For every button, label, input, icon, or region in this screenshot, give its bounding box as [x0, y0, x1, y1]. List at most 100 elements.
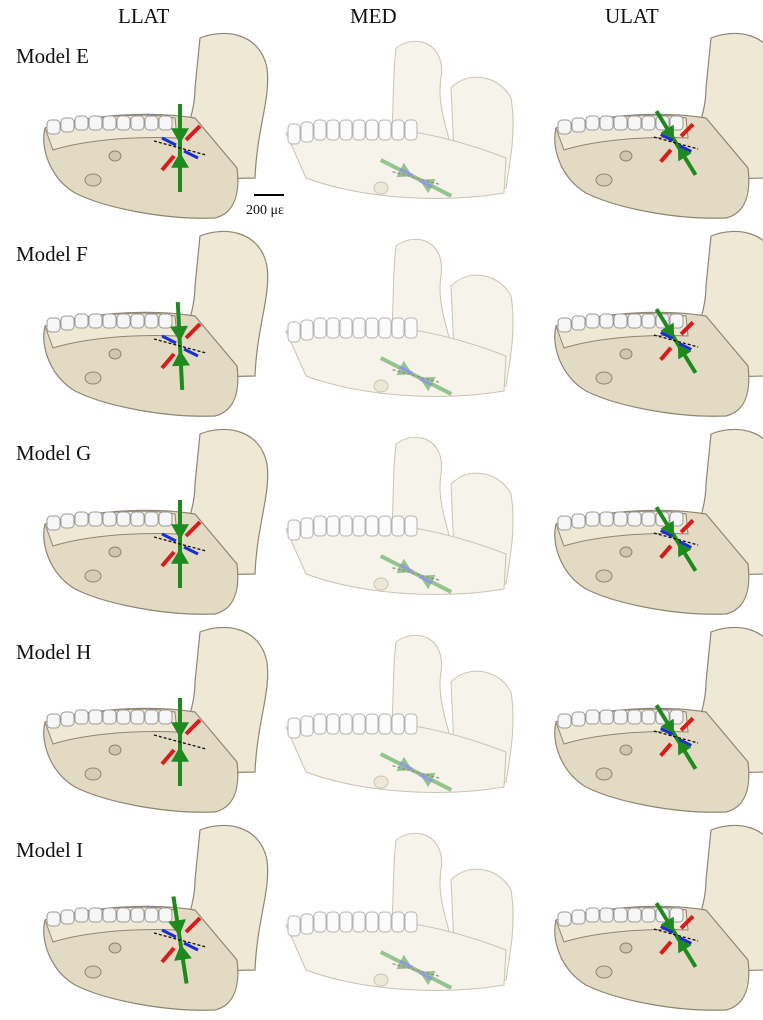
mandible — [44, 429, 268, 614]
panel-model-i-med — [276, 820, 526, 1020]
tooth — [131, 512, 144, 526]
tooth — [353, 714, 365, 734]
col-header-med: MED — [350, 4, 397, 29]
mandible-illustration — [276, 226, 526, 426]
tooth — [47, 516, 60, 530]
tooth — [558, 318, 571, 332]
tooth — [301, 716, 313, 736]
tooth — [159, 116, 172, 130]
tooth — [117, 314, 130, 328]
mandible-illustration — [25, 424, 275, 624]
tooth — [103, 512, 116, 526]
tooth — [379, 318, 391, 338]
tooth — [103, 116, 116, 130]
tooth — [89, 512, 102, 526]
tooth — [314, 516, 326, 536]
tooth — [353, 318, 365, 338]
tooth — [392, 318, 404, 338]
tooth — [117, 116, 130, 130]
tooth — [89, 116, 102, 130]
tooth — [642, 710, 655, 724]
tooth — [628, 314, 641, 328]
tooth — [614, 512, 627, 526]
foramen — [596, 966, 612, 978]
tooth — [392, 120, 404, 140]
tooth — [586, 116, 599, 130]
tooth — [159, 512, 172, 526]
panel-model-e-ulat — [536, 28, 763, 228]
mandible — [44, 825, 268, 1010]
tooth — [572, 514, 585, 528]
tooth — [405, 318, 417, 338]
foramen — [85, 570, 101, 582]
tooth — [288, 718, 300, 738]
tooth — [340, 714, 352, 734]
mandible-illustration — [536, 820, 763, 1020]
foramen — [620, 547, 632, 557]
panel-model-f-llat — [25, 226, 275, 426]
mandible-illustration — [536, 622, 763, 822]
tooth — [586, 512, 599, 526]
tooth — [558, 912, 571, 926]
panel-model-h-ulat — [536, 622, 763, 822]
tooth — [379, 714, 391, 734]
tooth — [47, 120, 60, 134]
mandible-illustration — [25, 622, 275, 822]
tooth — [642, 116, 655, 130]
tooth — [288, 124, 300, 144]
mandible-illustration — [276, 820, 526, 1020]
tooth — [61, 316, 74, 330]
panel-model-h-med — [276, 622, 526, 822]
tooth — [572, 712, 585, 726]
tooth — [314, 912, 326, 932]
tooth — [75, 908, 88, 922]
mandible-illustration — [276, 28, 526, 228]
foramen — [85, 372, 101, 384]
tooth — [103, 710, 116, 724]
tooth — [131, 710, 144, 724]
col-header-ulat: ULAT — [605, 4, 659, 29]
panel-model-i-llat — [25, 820, 275, 1020]
tooth — [572, 316, 585, 330]
tooth — [288, 322, 300, 342]
tooth — [61, 514, 74, 528]
foramen — [109, 547, 121, 557]
tooth — [379, 120, 391, 140]
tooth — [314, 714, 326, 734]
mandible — [44, 33, 268, 218]
tooth — [314, 120, 326, 140]
tooth — [340, 912, 352, 932]
tooth — [145, 512, 158, 526]
tooth — [117, 908, 130, 922]
tooth — [75, 710, 88, 724]
panel-model-e-med — [276, 28, 526, 228]
mandible-illustration — [536, 424, 763, 624]
tooth — [586, 314, 599, 328]
tooth — [159, 710, 172, 724]
tooth — [47, 714, 60, 728]
tooth — [301, 320, 313, 340]
tooth — [586, 908, 599, 922]
tooth — [366, 120, 378, 140]
tooth — [614, 908, 627, 922]
tooth — [314, 318, 326, 338]
panel-model-f-ulat — [536, 226, 763, 426]
tooth — [379, 516, 391, 536]
tooth — [327, 318, 339, 338]
tooth — [327, 912, 339, 932]
mandible — [555, 33, 763, 218]
tooth — [61, 118, 74, 132]
tooth — [366, 912, 378, 932]
foramen — [620, 349, 632, 359]
tooth — [628, 116, 641, 130]
foramen — [85, 768, 101, 780]
tooth — [600, 908, 613, 922]
tooth — [366, 714, 378, 734]
mandible-illustration — [25, 28, 275, 228]
tooth — [600, 314, 613, 328]
tooth — [558, 714, 571, 728]
tooth — [145, 116, 158, 130]
tooth — [392, 912, 404, 932]
foramen — [620, 943, 632, 953]
tooth — [327, 714, 339, 734]
